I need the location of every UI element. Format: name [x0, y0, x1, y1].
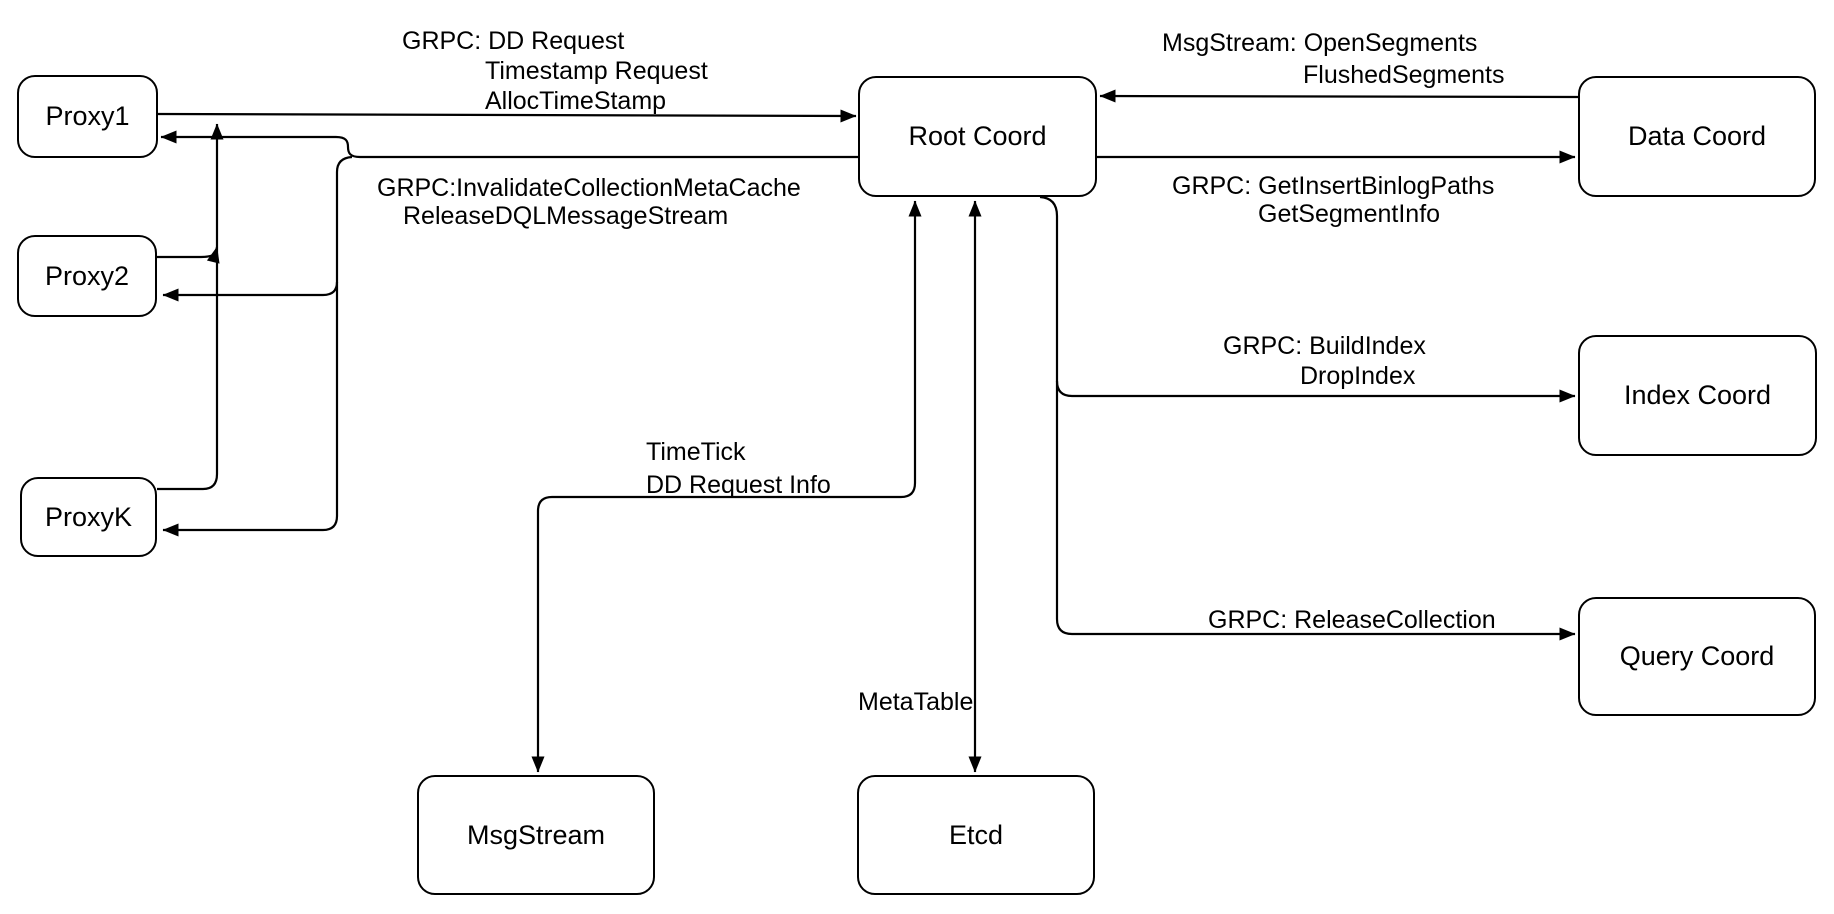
edge-label-timetick-line-1: TimeTick	[646, 438, 746, 466]
node-index-coord: Index Coord	[1578, 335, 1817, 456]
edge-rootcoord-to-proxy2	[162, 155, 353, 302]
edge-label-metatable-line-1: MetaTable	[858, 688, 974, 716]
node-root-coord: Root Coord	[858, 76, 1097, 197]
edge-label-metatable: MetaTable	[858, 687, 973, 717]
node-label-query-coord: Query Coord	[1619, 641, 1775, 671]
node-label-data-coord: Data Coord	[1627, 121, 1767, 151]
edge-label-msgstream-segments-line-1: MsgStream: OpenSegments	[1162, 29, 1478, 57]
edge-rootcoord-to-querycoord	[1055, 381, 1576, 641]
edge-label-grpc-releasecollection: GRPC: ReleaseCollection	[1208, 605, 1496, 635]
edge-label-grpc-buildindex-line-2: DropIndex	[1300, 362, 1416, 390]
edge-label-grpc-dd-request-line-2: Timestamp Request	[485, 57, 708, 85]
edge-label-grpc-dd-request-line-1: GRPC: DD Request	[402, 27, 625, 55]
node-query-coord: Query Coord	[1578, 597, 1816, 716]
edge-datacoord-to-rootcoord	[1099, 89, 1579, 103]
node-label-etcd: Etcd	[948, 819, 1004, 850]
edge-proxy2-join-up	[157, 246, 220, 264]
node-label-root-coord: Root Coord	[908, 121, 1047, 151]
edge-rootcoord-to-proxy1	[160, 130, 858, 159]
node-label-proxyk: ProxyK	[44, 501, 133, 532]
edge-label-grpc-buildindex-line-1: GRPC: BuildIndex	[1223, 332, 1426, 360]
node-label-msgstream: MsgStream	[466, 819, 606, 850]
node-label-proxy1: Proxy1	[45, 101, 130, 131]
edge-label-timetick-line-2: DD Request Info	[646, 471, 831, 499]
edge-label-grpc-invalidate-line-1: GRPC:InvalidateCollectionMetaCache	[377, 174, 801, 202]
edge-label-grpc-dd-request-line-3: AllocTimeStamp	[485, 87, 667, 115]
edge-label-grpc-invalidate-line-2: ReleaseDQLMessageStream	[403, 202, 729, 230]
edge-label-grpc-getinsertbinlog-line-2: GetSegmentInfo	[1258, 200, 1441, 228]
edge-label-msgstream-segments-line-2: FlushedSegments	[1303, 61, 1505, 89]
node-msgstream: MsgStream	[417, 775, 655, 895]
edge-rootcoord-to-proxyk	[162, 282, 339, 537]
edge-proxyk-join-up	[157, 123, 224, 491]
node-label-proxy2: Proxy2	[44, 260, 130, 291]
edge-proxy1-to-rootcoord	[157, 109, 857, 123]
edge-label-timetick: TimeTick DD Request Info	[646, 436, 831, 502]
edge-label-grpc-releasecollection-line-1: GRPC: ReleaseCollection	[1208, 606, 1496, 634]
node-proxyk: ProxyK	[20, 477, 157, 557]
node-proxy2: Proxy2	[17, 235, 157, 317]
node-label-index-coord: Index Coord	[1623, 380, 1772, 410]
node-data-coord: Data Coord	[1578, 76, 1816, 197]
node-proxy1: Proxy1	[17, 75, 158, 158]
node-etcd: Etcd	[857, 775, 1095, 895]
edge-rootcoord-msgstream	[531, 200, 922, 773]
edge-label-grpc-getinsertbinlog-line-1: GRPC: GetInsertBinlogPaths	[1172, 172, 1495, 200]
